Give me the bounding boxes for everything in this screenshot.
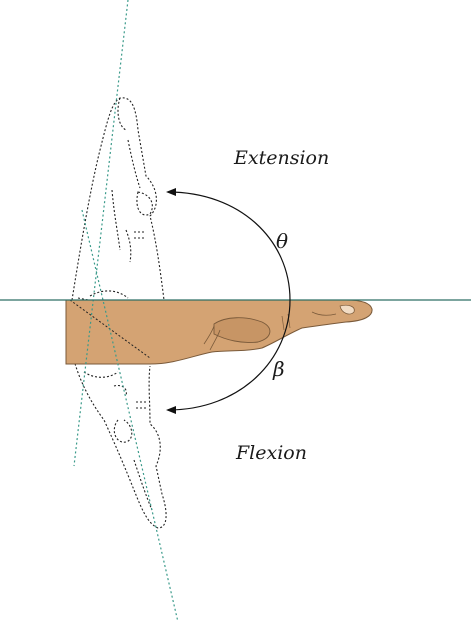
- extension-arc-arrow: [166, 188, 291, 301]
- theta-angle-label: θ: [276, 229, 289, 253]
- extended-hand-outline: [71, 97, 165, 313]
- extension-axis: [73, 0, 129, 467]
- rotated-axes: [73, 0, 179, 623]
- flexion-label: Flexion: [236, 442, 307, 464]
- flexion-arc-arrow: [166, 299, 291, 414]
- neutral-hand: [65, 299, 373, 365]
- flexion-axis: [81, 209, 179, 623]
- beta-angle-label: β: [273, 357, 285, 381]
- extension-label: Extension: [234, 147, 330, 169]
- flexed-hand-outline: [69, 319, 167, 529]
